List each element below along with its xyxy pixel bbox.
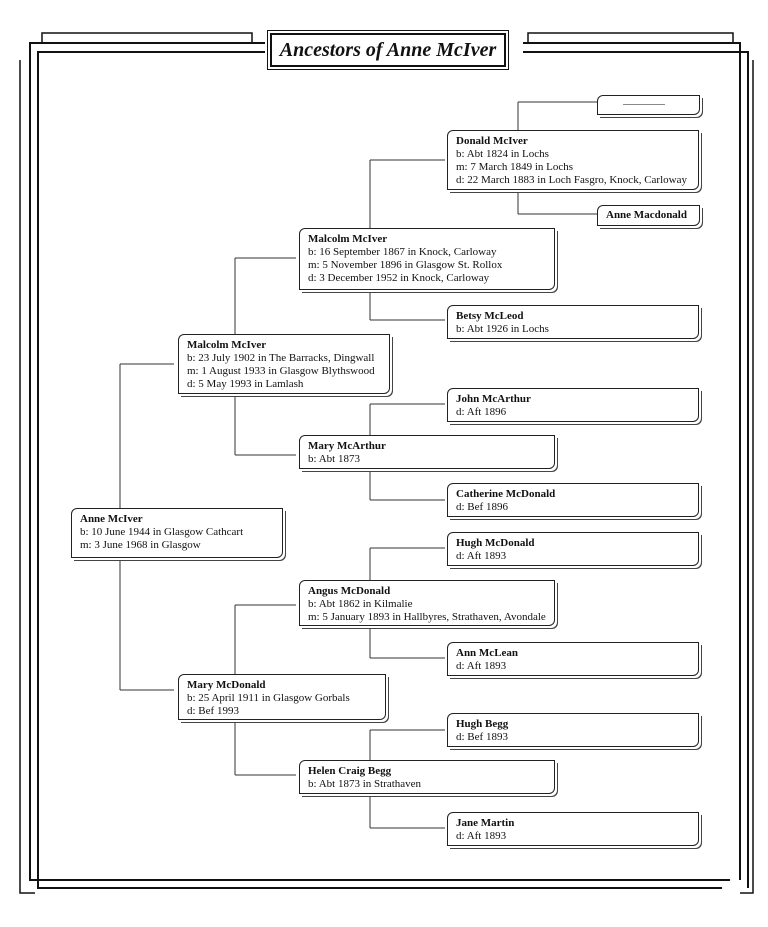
person-detail: b: Abt 1873 in Strathaven bbox=[308, 778, 422, 790]
person-detail: m: 1 August 1933 in Glasgow Blythswood bbox=[187, 365, 375, 377]
person-name: Catherine McDonald bbox=[456, 488, 556, 500]
person-detail: m: 5 November 1896 in Glasgow St. Rollox bbox=[308, 259, 503, 271]
person-detail: d: 5 May 1993 in Lamlash bbox=[187, 378, 304, 390]
person-name: Jane Martin bbox=[456, 817, 515, 829]
person-detail: d: Aft 1893 bbox=[456, 550, 507, 562]
person-detail: b: 10 June 1944 in Glasgow Cathcart bbox=[80, 526, 244, 538]
person-mary-mcarthur: Mary McArthur b: Abt 1873 bbox=[299, 435, 555, 469]
person-ann-mclean: Ann McLean d: Aft 1893 bbox=[447, 642, 699, 676]
person-detail: d: Bef 1893 bbox=[456, 731, 508, 743]
person-unknown bbox=[597, 95, 700, 115]
person-detail: m: 7 March 1849 in Lochs bbox=[456, 161, 574, 173]
person-anne-mciver: Anne McIver b: 10 June 1944 in Glasgow C… bbox=[71, 508, 283, 558]
person-detail: b: 25 April 1911 in Glasgow Gorbals bbox=[187, 692, 350, 704]
person-anne-macdonald: Anne Macdonald bbox=[597, 205, 700, 226]
person-jane-martin: Jane Martin d: Aft 1893 bbox=[447, 812, 699, 846]
person-detail: b: 16 September 1867 in Knock, Carloway bbox=[308, 246, 497, 258]
person-name: Hugh McDonald bbox=[456, 537, 535, 549]
person-catherine-mcdonald: Catherine McDonald d: Bef 1896 bbox=[447, 483, 699, 517]
person-name: Betsy McLeod bbox=[456, 310, 524, 322]
person-detail: b: Abt 1926 in Lochs bbox=[456, 323, 549, 335]
person-helen-craig-begg: Helen Craig Begg b: Abt 1873 in Strathav… bbox=[299, 760, 555, 794]
person-malcolm-mciver-1867: Malcolm McIver b: 16 September 1867 in K… bbox=[299, 228, 555, 290]
person-name: Malcolm McIver bbox=[187, 339, 267, 351]
person-hugh-begg: Hugh Begg d: Bef 1893 bbox=[447, 713, 699, 747]
person-name: John McArthur bbox=[456, 393, 531, 405]
person-name: Angus McDonald bbox=[308, 585, 391, 597]
person-name: Helen Craig Begg bbox=[308, 765, 392, 777]
person-detail: d: 3 December 1952 in Knock, Carloway bbox=[308, 272, 490, 284]
chart-title: Ancestors of Anne McIver bbox=[267, 30, 509, 70]
person-detail: d: 22 March 1883 in Loch Fasgro, Knock, … bbox=[456, 174, 687, 186]
person-name: Anne McIver bbox=[80, 513, 143, 525]
unknown-name-placeholder bbox=[623, 104, 665, 105]
person-detail: b: Abt 1862 in Kilmalie bbox=[308, 598, 413, 610]
person-donald-mciver: Donald McIver b: Abt 1824 in Lochs m: 7 … bbox=[447, 130, 699, 190]
person-name: Hugh Begg bbox=[456, 718, 509, 730]
person-detail: b: Abt 1873 bbox=[308, 453, 360, 465]
person-hugh-mcdonald: Hugh McDonald d: Aft 1893 bbox=[447, 532, 699, 566]
person-name: Ann McLean bbox=[456, 647, 519, 659]
person-name: Mary McDonald bbox=[187, 679, 266, 691]
person-detail: d: Aft 1893 bbox=[456, 660, 507, 672]
person-mary-mcdonald: Mary McDonald b: 25 April 1911 in Glasgo… bbox=[178, 674, 386, 720]
person-detail: d: Bef 1993 bbox=[187, 705, 239, 717]
person-detail: d: Aft 1896 bbox=[456, 406, 507, 418]
person-name: Mary McArthur bbox=[308, 440, 386, 452]
person-betsy-mcleod: Betsy McLeod b: Abt 1926 in Lochs bbox=[447, 305, 699, 339]
person-detail: m: 3 June 1968 in Glasgow bbox=[80, 539, 201, 551]
person-detail: b: Abt 1824 in Lochs bbox=[456, 148, 549, 160]
person-name: Anne Macdonald bbox=[606, 209, 687, 221]
person-john-mcarthur: John McArthur d: Aft 1896 bbox=[447, 388, 699, 422]
person-angus-mcdonald: Angus McDonald b: Abt 1862 in Kilmalie m… bbox=[299, 580, 555, 626]
person-detail: b: 23 July 1902 in The Barracks, Dingwal… bbox=[187, 352, 375, 364]
person-malcolm-mciver-1902: Malcolm McIver b: 23 July 1902 in The Ba… bbox=[178, 334, 390, 394]
person-name: Donald McIver bbox=[456, 135, 528, 147]
person-detail: d: Bef 1896 bbox=[456, 501, 508, 513]
person-detail: m: 5 January 1893 in Hallbyres, Strathav… bbox=[308, 611, 546, 623]
person-name: Malcolm McIver bbox=[308, 233, 388, 245]
person-detail: d: Aft 1893 bbox=[456, 830, 507, 842]
